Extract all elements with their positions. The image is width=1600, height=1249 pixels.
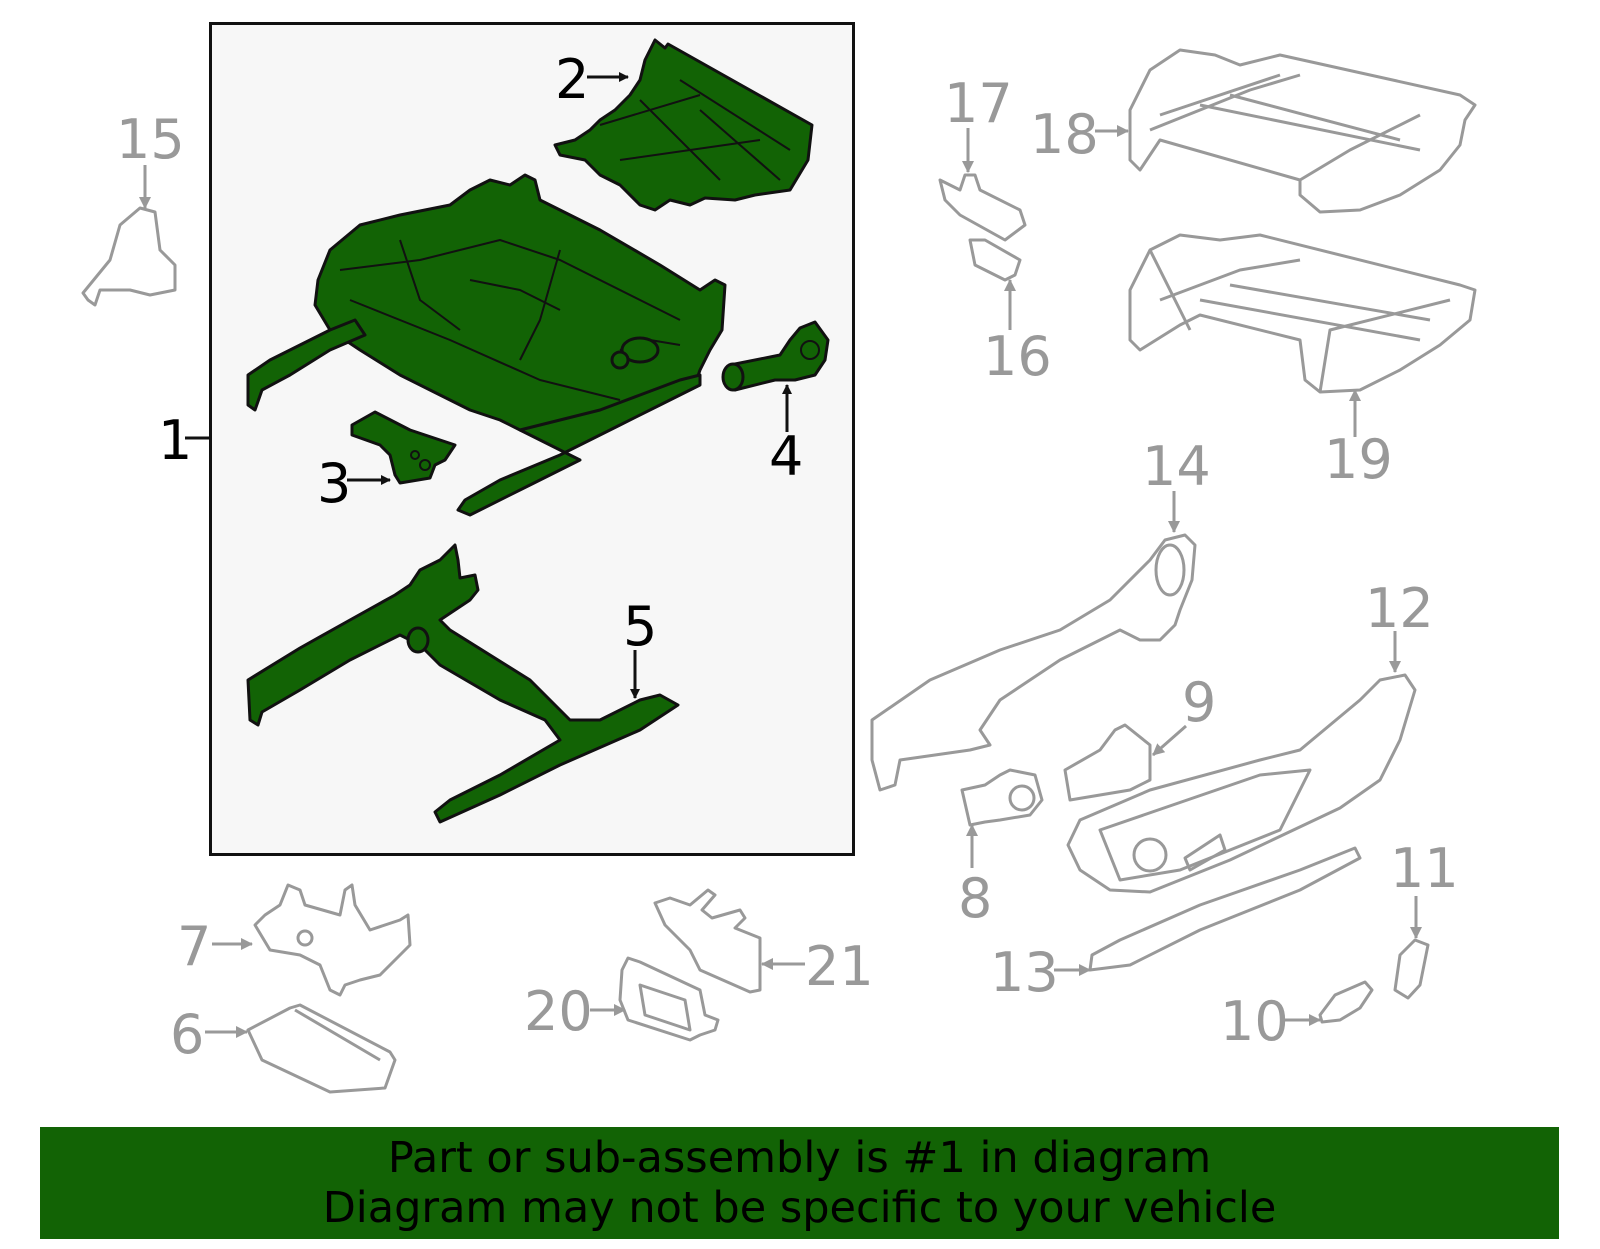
part-6-module[interactable]: [246, 1003, 397, 1094]
part-11-knob[interactable]: [1393, 938, 1430, 1000]
info-banner: Part or sub-assembly is #1 in diagram Di…: [40, 1127, 1559, 1239]
callout-14[interactable]: 14: [1142, 435, 1211, 498]
part-9-switch[interactable]: [1063, 723, 1152, 802]
part-2-seat-pan[interactable]: [553, 38, 814, 212]
part-13-lower-trim[interactable]: [1088, 846, 1362, 972]
banner-line-1: Part or sub-assembly is #1 in diagram: [387, 1133, 1212, 1183]
callout-1[interactable]: 1: [158, 409, 193, 472]
part-1-seat-frame[interactable]: [246, 173, 727, 517]
part-18-cushion-cover[interactable]: [1128, 48, 1477, 214]
part-12-side-shield[interactable]: [1066, 673, 1417, 894]
callout-7[interactable]: 7: [177, 915, 212, 978]
callout-3[interactable]: 3: [317, 452, 352, 515]
callout-20[interactable]: 20: [524, 980, 593, 1043]
part-8-switch[interactable]: [960, 768, 1044, 827]
part-17-bracket[interactable]: [938, 173, 1027, 242]
part-5-lower-rails[interactable]: [246, 543, 680, 824]
part-10-knob[interactable]: [1318, 980, 1374, 1024]
callout-8[interactable]: 8: [958, 867, 993, 930]
part-14-recliner[interactable]: [870, 533, 1197, 792]
part-15-bracket[interactable]: [81, 206, 177, 307]
part-20-module[interactable]: [618, 956, 720, 1042]
part-21-bracket[interactable]: [653, 888, 762, 994]
part-3-actuator[interactable]: [350, 410, 457, 485]
callout-21[interactable]: 21: [805, 935, 874, 998]
callout-11[interactable]: 11: [1390, 837, 1459, 900]
callout-4[interactable]: 4: [769, 425, 804, 488]
part-4-motor[interactable]: [721, 320, 830, 392]
banner-line-2: Diagram may not be specific to your vehi…: [322, 1183, 1277, 1233]
callout-6[interactable]: 6: [170, 1003, 205, 1066]
callout-19[interactable]: 19: [1324, 428, 1393, 491]
part-7-bracket[interactable]: [253, 883, 412, 997]
callout-15[interactable]: 15: [116, 108, 185, 171]
callout-17[interactable]: 17: [944, 72, 1013, 135]
leader-9: [1152, 724, 1187, 757]
callout-18[interactable]: 18: [1030, 103, 1099, 166]
callout-13[interactable]: 13: [990, 941, 1059, 1004]
callout-5[interactable]: 5: [623, 595, 658, 658]
callout-10[interactable]: 10: [1220, 990, 1289, 1053]
callout-12[interactable]: 12: [1365, 577, 1434, 640]
callout-16[interactable]: 16: [983, 325, 1052, 388]
callout-2[interactable]: 2: [555, 48, 590, 111]
callout-9[interactable]: 9: [1182, 671, 1217, 734]
part-19-cushion-pad[interactable]: [1128, 233, 1477, 394]
part-16-sensor[interactable]: [968, 238, 1022, 282]
